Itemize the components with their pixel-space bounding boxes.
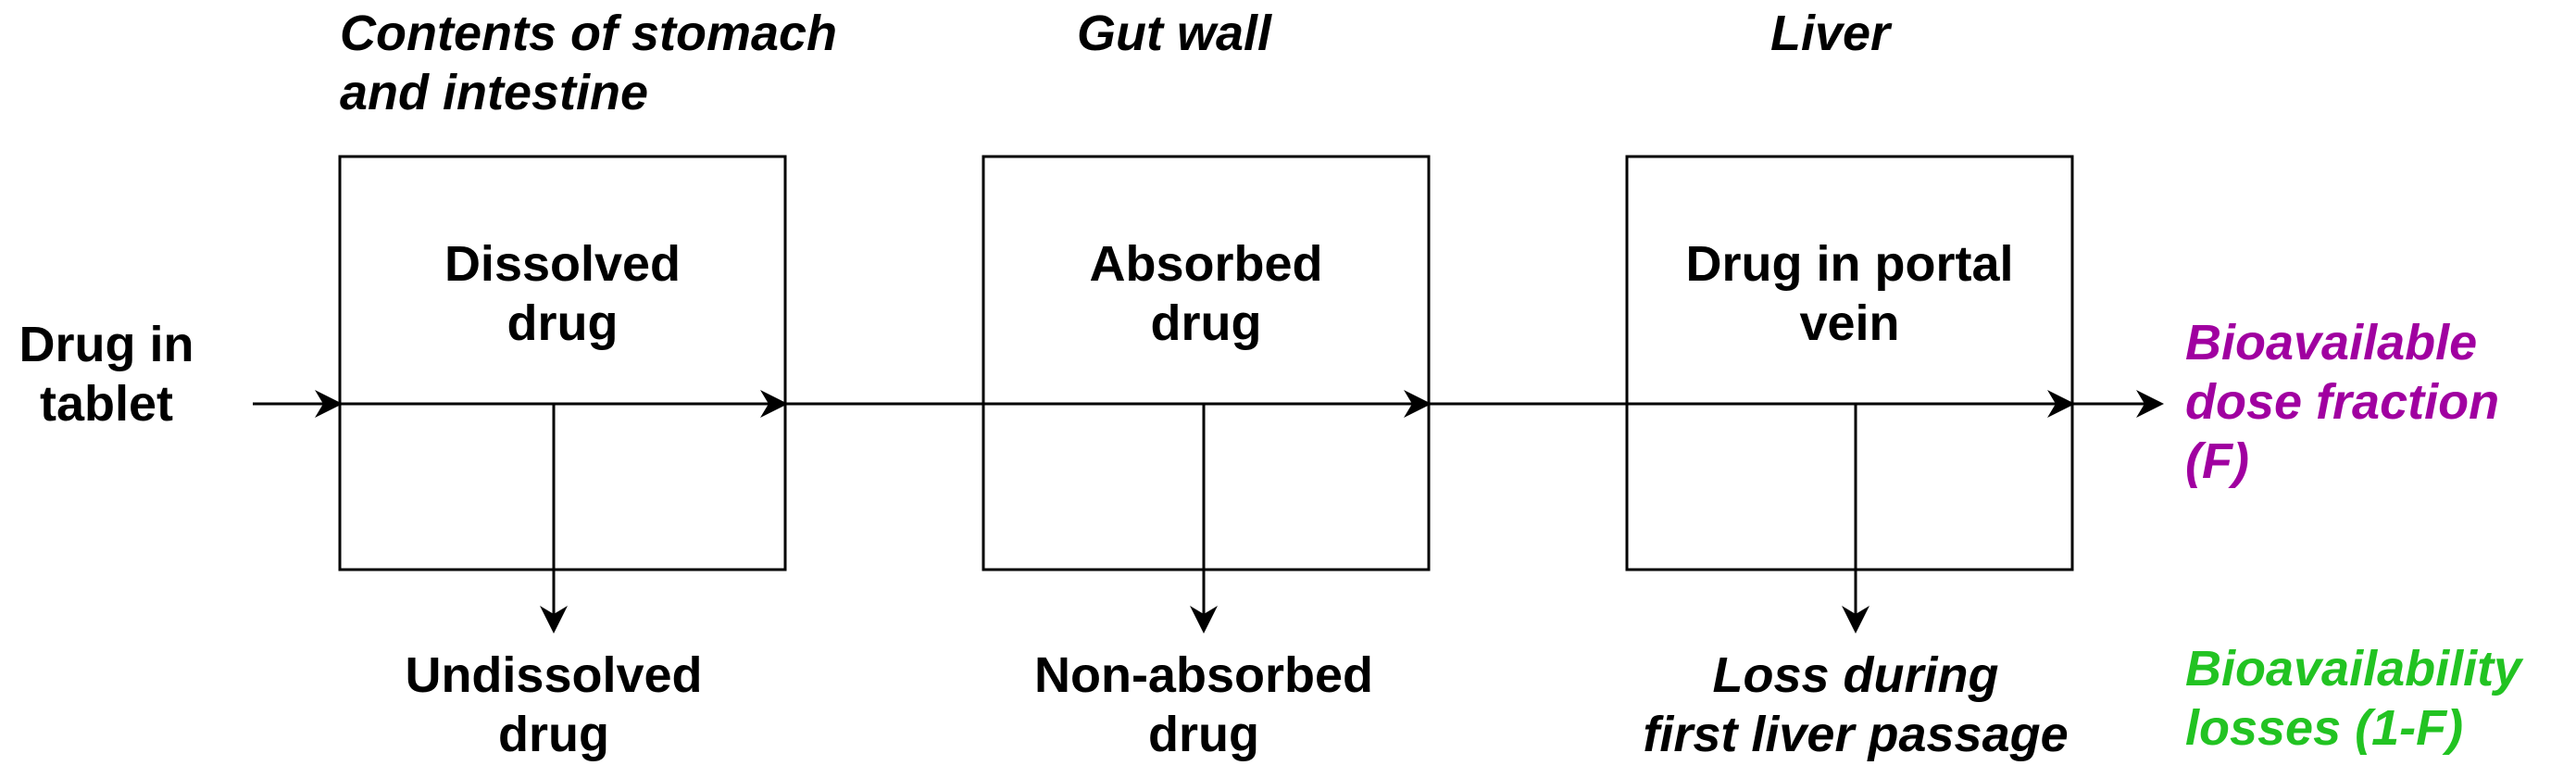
loss-liver-line-2: first liver passage xyxy=(1643,707,2069,762)
box-label-absorbed-line-2: drug xyxy=(1150,295,1262,351)
heading-gut-wall-text: Gut wall xyxy=(1077,6,1272,61)
loss-non-absorbed-line-2: drug xyxy=(1148,707,1259,762)
heading-liver-text: Liver xyxy=(1770,6,1891,61)
input-line-2: tablet xyxy=(39,376,174,432)
outcome-losses-line-2: losses (1-F) xyxy=(2185,700,2464,756)
box-gut-wall xyxy=(982,155,1431,571)
outcome-bioavailable: Bioavailable dose fraction (F) xyxy=(2185,313,2499,491)
heading-stomach: Contents of stomach and intestine xyxy=(340,4,837,122)
outcome-bioavailable-line-2: dose fraction xyxy=(2185,374,2500,430)
outcome-bioavailable-line-3: (F) xyxy=(2185,433,2249,489)
loss-non-absorbed-line-1: Non-absorbed xyxy=(1033,647,1373,703)
box-label-portal-line-2: vein xyxy=(1799,295,1900,351)
input-line-1: Drug in xyxy=(19,317,194,372)
box-label-dissolved-line-1: Dissolved xyxy=(444,236,682,292)
heading-gut-wall: Gut wall xyxy=(1077,4,1271,63)
box-label-dissolved-line-2: drug xyxy=(506,295,619,351)
heading-stomach-line-2: and intestine xyxy=(340,65,649,120)
loss-liver-passage: Loss during first liver passage xyxy=(1596,646,2115,764)
loss-undissolved-line-2: drug xyxy=(498,707,609,762)
input-drug-in-tablet: Drug in tablet xyxy=(0,315,213,433)
box-label-absorbed-line-1: Absorbed xyxy=(1089,236,1323,292)
box-stomach xyxy=(338,155,787,571)
loss-undissolved: Undissolved drug xyxy=(322,646,785,764)
box-liver xyxy=(1625,155,2074,571)
box-label-dissolved: Dissolved drug xyxy=(340,234,785,353)
box-label-portal-vein: Drug in portal vein xyxy=(1627,234,2072,353)
loss-liver-line-1: Loss during xyxy=(1712,647,1999,703)
loss-undissolved-line-1: Undissolved xyxy=(405,647,703,703)
heading-stomach-line-1: Contents of stomach xyxy=(340,6,838,61)
loss-non-absorbed: Non-absorbed drug xyxy=(972,646,1435,764)
outcome-bioavailable-line-1: Bioavailable xyxy=(2185,315,2478,370)
outcome-losses: Bioavailability losses (1-F) xyxy=(2185,639,2521,758)
box-label-absorbed: Absorbed drug xyxy=(983,234,1429,353)
box-label-portal-line-1: Drug in portal xyxy=(1685,236,2014,292)
outcome-losses-line-1: Bioavailability xyxy=(2185,641,2522,696)
heading-liver: Liver xyxy=(1770,4,1890,63)
